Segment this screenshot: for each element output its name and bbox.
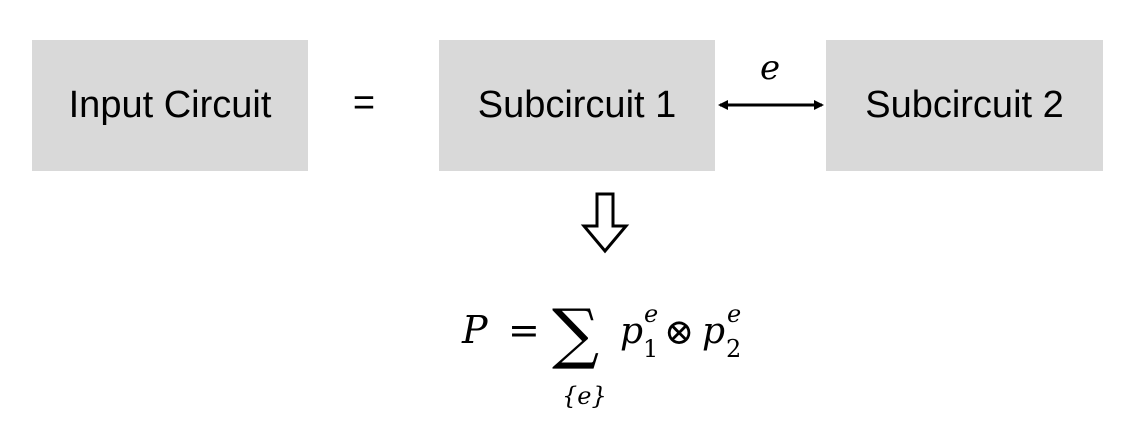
down-arrow-icon (580, 192, 630, 254)
input-circuit-box: Input Circuit (32, 40, 308, 171)
subcircuit-1-label: Subcircuit 1 (477, 84, 677, 126)
subcircuit-2-box: Subcircuit 2 (826, 40, 1103, 171)
input-circuit-label: Input Circuit (68, 84, 272, 126)
edge-label: e (759, 48, 781, 88)
subcircuit-2-label: Subcircuit 2 (865, 84, 1064, 126)
subcircuit-1-box: Subcircuit 1 (439, 40, 715, 171)
formula-tensor-symbol: ⊗ (664, 312, 694, 353)
formula-term1-base: p (620, 311, 643, 352)
formula-term2-base: p (702, 311, 725, 352)
formula-sum-index: {e} (562, 382, 607, 410)
formula-lhs: P (461, 308, 489, 352)
formula-term1-sub: 1 (643, 335, 658, 363)
formula-term2-sub: 2 (726, 335, 741, 363)
formula-sum-symbol: ∑ (552, 295, 599, 372)
equals-sign: = (352, 82, 376, 124)
formula-term2-sup: e (727, 300, 741, 328)
formula-term1-sup: e (644, 300, 658, 328)
formula-equals: = (508, 308, 540, 352)
